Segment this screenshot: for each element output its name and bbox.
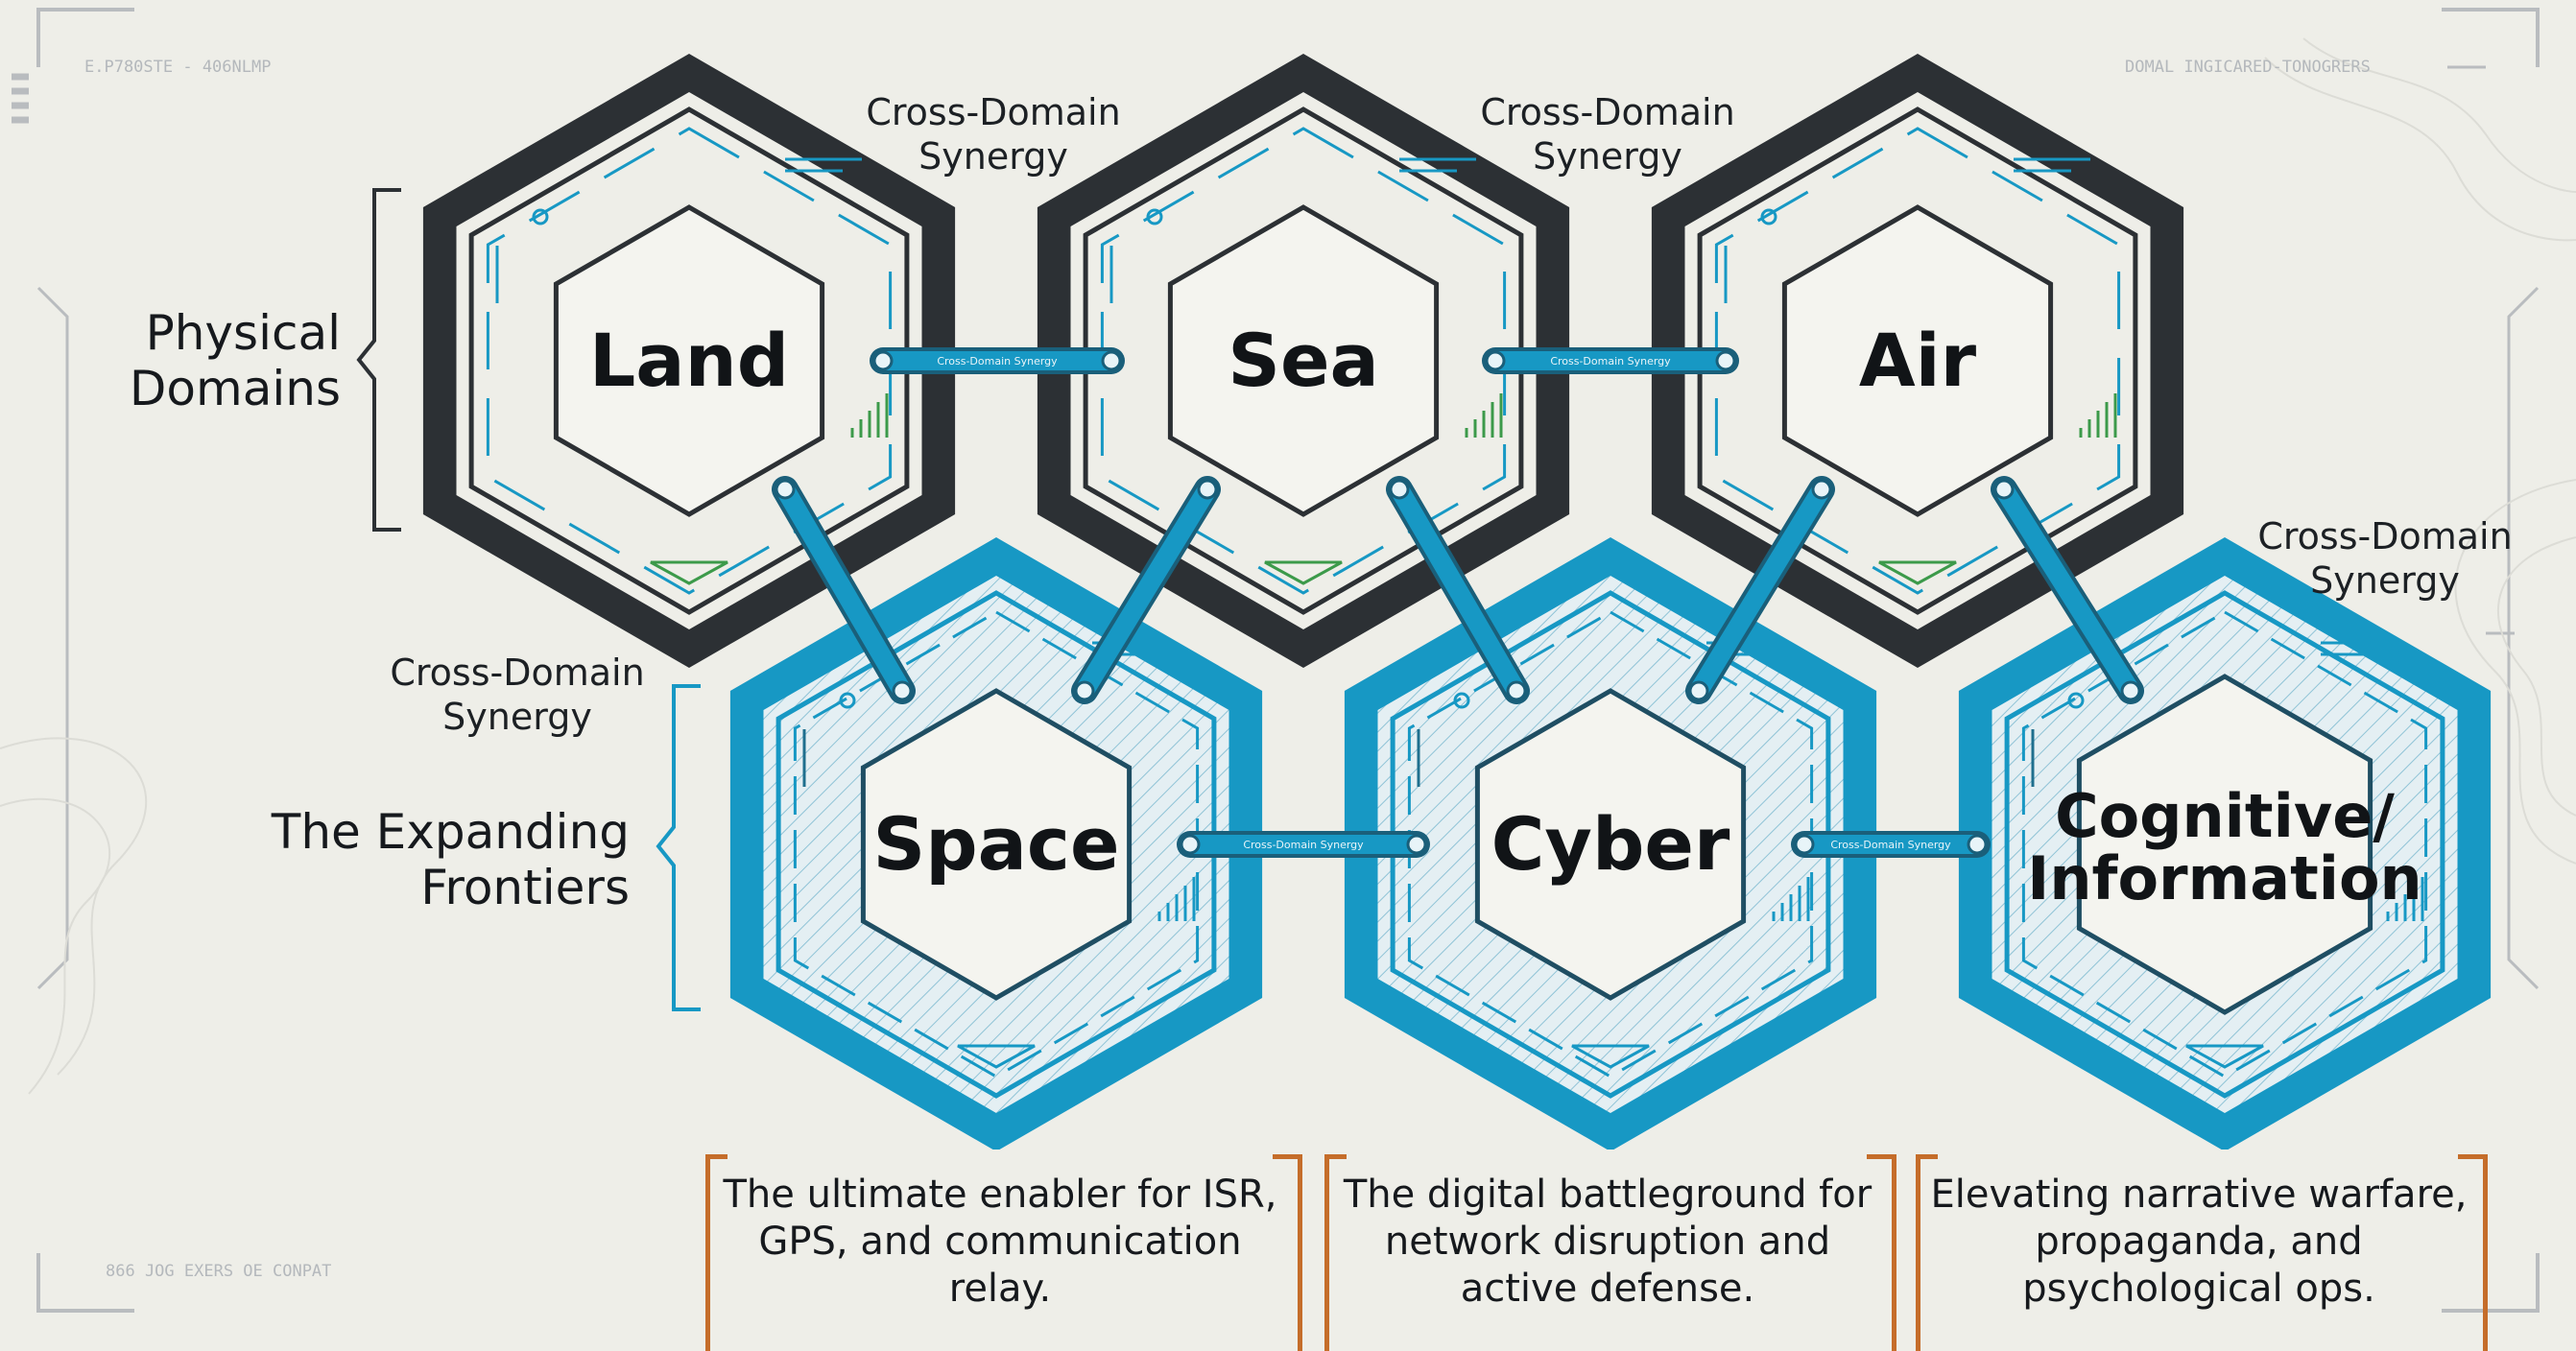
hud-text-top-right: DOMAL INGICARED-TONOGRERS [2125,58,2371,77]
connector-label: Cross-Domain Synergy [1830,839,1951,851]
hud-frame [12,8,2540,1313]
cognitive-label: Cognitive/Information [2027,781,2421,913]
synergy-label-land-sea: Cross-Domain Synergy [866,91,1121,178]
cognitive-inner-hexagon [2076,674,2373,1015]
air-inner-hexagon [1781,204,2054,517]
land-hud-accents [495,157,889,585]
connector-land-sea: Cross-Domain Synergy [870,347,1125,374]
connector-air-cognitive [1991,476,2144,704]
connector-land-space [772,476,916,704]
space-inner-hexagon [860,688,1133,1001]
cyber-inner-hexagon [1474,688,1747,1001]
connector-label: Cross-Domain Synergy [937,355,1058,367]
physical-domains-label: Physical Domains [129,305,341,416]
synergy-label-sea-air: Cross-Domain Synergy [1480,91,1735,178]
sea-hud-accents [1109,157,1503,585]
connector-sea-air: Cross-Domain Synergy [1482,347,1739,374]
connector-cyber-cognitive: Cross-Domain Synergy [1791,831,1991,858]
cognitive-description: Elevating narrative warfare, propaganda,… [1930,1173,2468,1311]
connector-sea-cyber [1386,476,1530,704]
connector-sea-space [1071,476,1221,704]
synergy-label-air-cognitive: Cross-Domain Synergy [2257,515,2513,602]
cognitive-hud-accents [2031,641,2424,1069]
air-hud-accents [1724,157,2117,585]
space-description: The ultimate enabler for ISR, GPS, and c… [723,1173,1277,1311]
multi-domain-diagram: E.P780STE - 406NLMP DOMAL INGICARED-TONO… [0,8,2576,1313]
hud-text-top-left: E.P780STE - 406NLMP [84,58,271,77]
sea-label: Sea [1228,318,1379,403]
connector-label: Cross-Domain Synergy [1550,355,1671,367]
air-label: Air [1859,318,1977,403]
cyber-description: The digital battleground for network dis… [1343,1173,1872,1311]
space-label: Space [872,801,1119,887]
expanding-frontiers-label: The Expanding Frontiers [271,804,630,915]
hud-text-bottom-left: 866 JOG EXERS OE CONPAT [106,1262,331,1281]
synergy-label-space: Cross-Domain Synergy [390,652,645,738]
cyber-label: Cyber [1491,801,1730,887]
physical-group-bracket [356,188,401,532]
land-label: Land [589,318,789,403]
sea-inner-hexagon [1167,204,1440,517]
land-inner-hexagon [553,204,825,517]
connector-label: Cross-Domain Synergy [1243,839,1364,851]
topographic-lines [0,37,2576,1095]
frontiers-group-bracket [656,684,701,1011]
connector-space-cyber: Cross-Domain Synergy [1177,831,1430,858]
connector-air-cyber [1685,476,1835,704]
